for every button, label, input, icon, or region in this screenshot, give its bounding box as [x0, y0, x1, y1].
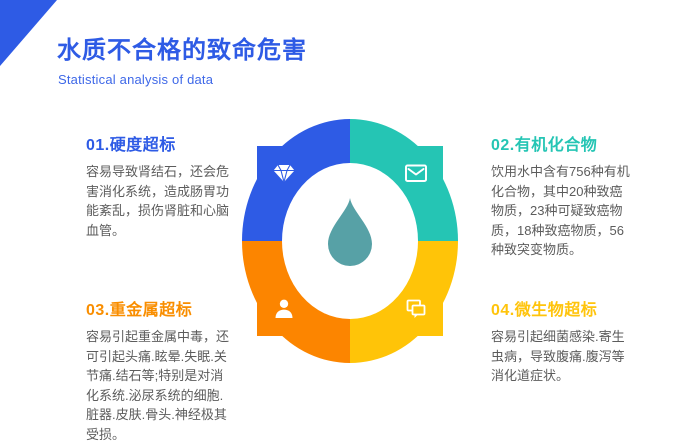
section-heavy-metals-body: 容易引起重金属中毒，还可引起头痛.眩晕.失眠.关节痛.结石等;特别是对消化系统.… — [86, 329, 230, 442]
page-subtitle: Statistical analysis of data — [58, 72, 214, 87]
section-heavy-metals: 03.重金属超标 容易引起重金属中毒，还可引起头痛.眩晕.失眠.关节痛.结石等;… — [86, 296, 234, 444]
section-heavy-metals-title: 03.重金属超标 — [86, 302, 193, 319]
person-icon — [275, 299, 293, 318]
page-title: 水质不合格的致命危害 — [57, 37, 307, 64]
corner-triangle-decoration — [0, 0, 57, 66]
ring-diagram — [242, 119, 458, 363]
section-microorganisms-body: 容易引起细菌感染.寄生虫病，导致腹痛.腹泻等消化道症状。 — [491, 329, 625, 383]
section-hardness: 01.硬度超标 容易导致肾结石，还会危害消化系统，造成肠胃功能紊乱，损伤肾脏和心… — [86, 131, 232, 240]
diamond-gem-icon — [273, 164, 295, 183]
section-organic-compounds-body: 饮用水中含有756种有机化合物，其中20种致癌物质，23种可疑致癌物质，18种致… — [491, 164, 630, 257]
section-hardness-body: 容易导致肾结石，还会危害消化系统，造成肠胃功能紊乱，损伤肾脏和心脑血管。 — [86, 164, 230, 238]
section-organic-compounds-title: 02.有机化合物 — [491, 137, 598, 154]
section-microorganisms-title: 04.微生物超标 — [491, 302, 598, 319]
section-organic-compounds: 02.有机化合物 饮用水中含有756种有机化合物，其中20种致癌物质，23种可疑… — [491, 131, 631, 260]
chat-bubbles-icon — [406, 299, 426, 318]
section-hardness-title: 01.硬度超标 — [86, 137, 176, 154]
section-microorganisms: 04.微生物超标 容易引起细菌感染.寄生虫病，导致腹痛.腹泻等消化道症状。 — [491, 296, 633, 386]
water-drop-icon — [328, 198, 372, 266]
envelope-icon — [405, 164, 427, 182]
